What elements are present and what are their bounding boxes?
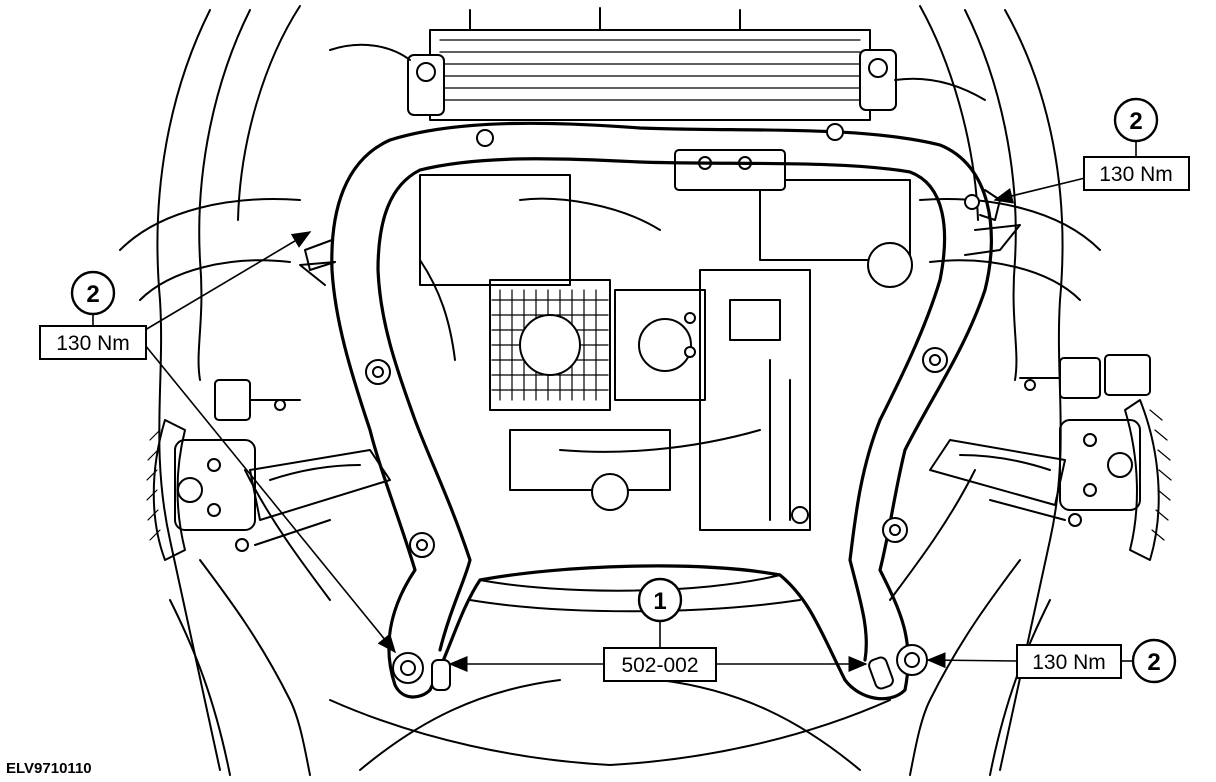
callout-number-circle xyxy=(637,577,683,623)
vehicle-body-outline xyxy=(119,5,1101,776)
right-suspension xyxy=(929,354,1172,561)
left-suspension xyxy=(146,379,391,561)
subframe xyxy=(299,121,1021,701)
callout-left: 2 130 Nm xyxy=(39,270,147,360)
leader-lines xyxy=(92,140,1137,672)
callout-top-right: 2 130 Nm xyxy=(1083,97,1190,191)
callout-number-circle xyxy=(70,270,116,316)
callout-number: 2 xyxy=(1147,649,1160,676)
callout-number: 2 xyxy=(86,281,99,308)
torque-label-box xyxy=(1083,156,1190,191)
callout-number-circle xyxy=(1113,97,1159,143)
tool-label: 502-002 xyxy=(621,654,698,677)
callout-number: 1 xyxy=(653,588,666,615)
alignment-pin-left xyxy=(431,659,451,691)
tool-label-box xyxy=(603,647,717,682)
callout-number-circle xyxy=(1131,638,1177,684)
figure-id: ELV9710110 xyxy=(6,760,92,777)
torque-label-box xyxy=(1016,644,1122,679)
alignment-pin-right xyxy=(868,656,894,690)
torque-label: 130 Nm xyxy=(56,332,130,355)
mounting-bolts xyxy=(392,644,928,691)
torque-label: 130 Nm xyxy=(1032,651,1106,674)
torque-label: 130 Nm xyxy=(1099,163,1173,186)
torque-label-box xyxy=(39,325,147,360)
engine-transmission xyxy=(419,149,913,531)
radiator-assembly xyxy=(329,7,986,121)
callout-number: 2 xyxy=(1129,108,1142,135)
callout-tool: 1 502-002 xyxy=(603,577,717,682)
callout-bottom-right: 130 Nm 2 xyxy=(1016,638,1177,684)
